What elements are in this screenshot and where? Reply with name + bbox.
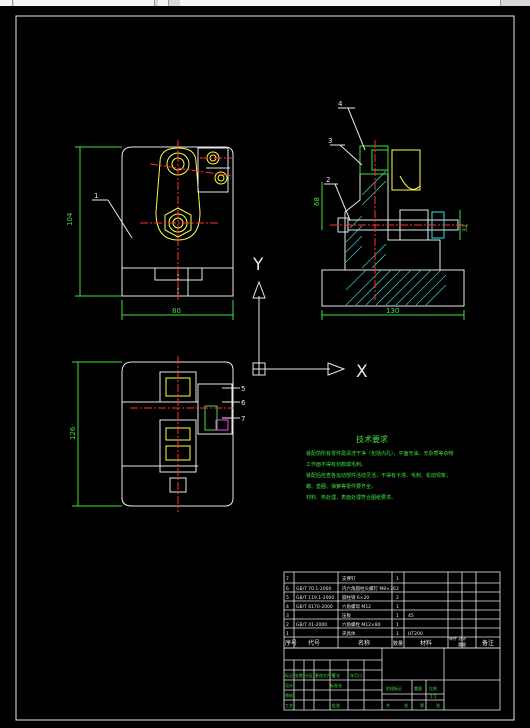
bom-row-no: 2 — [286, 622, 289, 628]
bom-row-code: GB/T 6170-2000 — [296, 604, 333, 610]
ucs-x-label: X — [356, 362, 368, 382]
tb-date-label: 年月日 — [350, 672, 362, 678]
tb-scale-value: 1:1 — [430, 694, 437, 699]
bom-row-name: 六角螺栓 M12×80 — [342, 621, 381, 628]
tb-scale-label: 比例 — [429, 685, 437, 691]
bom-row-qty: 2 — [396, 586, 399, 592]
drawing-frame — [15, 15, 515, 721]
top-view — [72, 356, 240, 512]
top-height-dim: 126 — [69, 426, 77, 440]
ucs-icon — [252, 280, 346, 376]
bom-row-no: 7 — [286, 576, 289, 582]
bom-header-material: 材料 — [420, 639, 432, 647]
bom-row-qty: 1 — [396, 604, 399, 610]
bom-row-name: 压板 — [342, 612, 351, 619]
tb-sheet-unit: 张 — [404, 702, 408, 708]
bom-header-qty: 数量 — [393, 640, 403, 647]
bom-row-name: 内六角圆柱头螺钉 M8×30 — [342, 585, 396, 592]
tb-sheet-unit-2: 张 — [436, 702, 440, 708]
notes-title: 技术要求 — [356, 434, 388, 444]
tb-review-label: 审核 — [285, 692, 293, 698]
title-bar-segment — [180, 0, 501, 6]
title-block — [283, 647, 501, 711]
bom-header-note: 备注 — [482, 639, 494, 647]
front-height-dim: 104 — [66, 212, 74, 226]
side-small-dim: 32 — [462, 224, 469, 232]
bom-row-qty: 1 — [396, 631, 399, 637]
top-callout-7: 7 — [241, 415, 245, 423]
bom-row-material: HT200 — [408, 631, 423, 637]
note-line-5: 材料、热处理，表面处理符合图纸要求。 — [306, 494, 396, 501]
side-callout-4: 4 — [338, 100, 343, 108]
note-line-1: 装配前所有零件需清洗干净（包括内孔），平面无油、无杂质等杂物 — [306, 450, 454, 457]
side-view — [321, 107, 470, 320]
bom-row-no: 6 — [286, 586, 289, 592]
title-bar-segment — [158, 0, 169, 6]
bom-row-name: 夹具体 — [342, 630, 356, 637]
bom-header-name: 名称 — [358, 639, 370, 647]
tb-approve-label: 批准 — [332, 702, 340, 708]
title-bar-segment — [14, 0, 155, 6]
bom-row-qty: 1 — [396, 622, 399, 628]
bom-row-qty: 1 — [396, 576, 399, 582]
front-width-dim: 80 — [172, 307, 181, 315]
tb-design-label: 设计 — [285, 682, 293, 688]
tb-weight-label: 重量 — [414, 685, 422, 691]
front-view — [75, 140, 234, 320]
side-callout-3: 3 — [328, 137, 332, 145]
bom-row-code: GB/T 41-2000 — [296, 622, 327, 628]
tb-process-label: 工艺 — [285, 703, 293, 708]
bom-row-no: 4 — [286, 604, 289, 610]
bom-header-no: 序号 — [285, 639, 297, 647]
window-title-bar — [0, 0, 530, 6]
tb-stage-label: 阶段标记 — [386, 685, 402, 691]
top-callout-6: 6 — [241, 399, 246, 407]
side-callout-2: 2 — [326, 176, 330, 184]
bom-table — [283, 571, 501, 649]
side-height-dim: 68 — [313, 197, 321, 206]
top-callout-5: 5 — [241, 385, 245, 393]
tb-mark-label: 标记 — [285, 672, 293, 678]
ucs-y-label: Y — [252, 255, 264, 275]
bom-header-weight: 单件 总计 — [449, 635, 466, 641]
bom-row-no: 5 — [286, 595, 289, 601]
cad-drawing-canvas[interactable]: 104 80 1 — [0, 6, 530, 728]
bom-row-code: GB/T 70.1-2000 — [296, 586, 332, 592]
bom-row-code: GB/T 119.1-2000 — [296, 595, 334, 601]
bom-row-name: 支撑钉 — [342, 575, 356, 582]
bom-row-no: 3 — [286, 613, 289, 619]
bom-row-qty: 2 — [396, 595, 399, 601]
tb-sheet-total: 共 — [386, 702, 390, 708]
bom-header-weight-sub: 重量 — [458, 641, 466, 647]
tb-sheet-no: 第 — [420, 702, 424, 708]
bom-row-name: 六角螺母 M12 — [342, 603, 371, 610]
front-callout-1: 1 — [94, 192, 98, 200]
bom-row-material: 45 — [408, 613, 414, 619]
tb-change-label: 更改文件号 — [315, 672, 335, 678]
note-line-4: 螺、垫圈、弹簧等零件要齐全， — [306, 483, 376, 490]
bom-row-no: 1 — [286, 631, 289, 637]
note-line-2: 工作面不得有划痕或毛刺。 — [306, 461, 366, 468]
side-width-dim: 130 — [386, 307, 399, 315]
bom-row-name: 圆柱销 6×20 — [342, 594, 369, 601]
hatch-section — [345, 170, 447, 306]
tb-zone-label: 分区 — [305, 672, 313, 678]
tb-sign-label: 签名 — [332, 672, 340, 678]
bom-header-code: 代号 — [308, 639, 320, 647]
bom-row-qty: 1 — [396, 613, 399, 619]
tb-count-label: 处数 — [295, 672, 303, 678]
tb-std-label: 标准化 — [330, 682, 342, 688]
title-bar-segment — [0, 0, 13, 6]
note-line-3: 装配后检查各运动部件活动灵活，不得有卡滞、毛刺、松动现象， — [306, 472, 451, 479]
